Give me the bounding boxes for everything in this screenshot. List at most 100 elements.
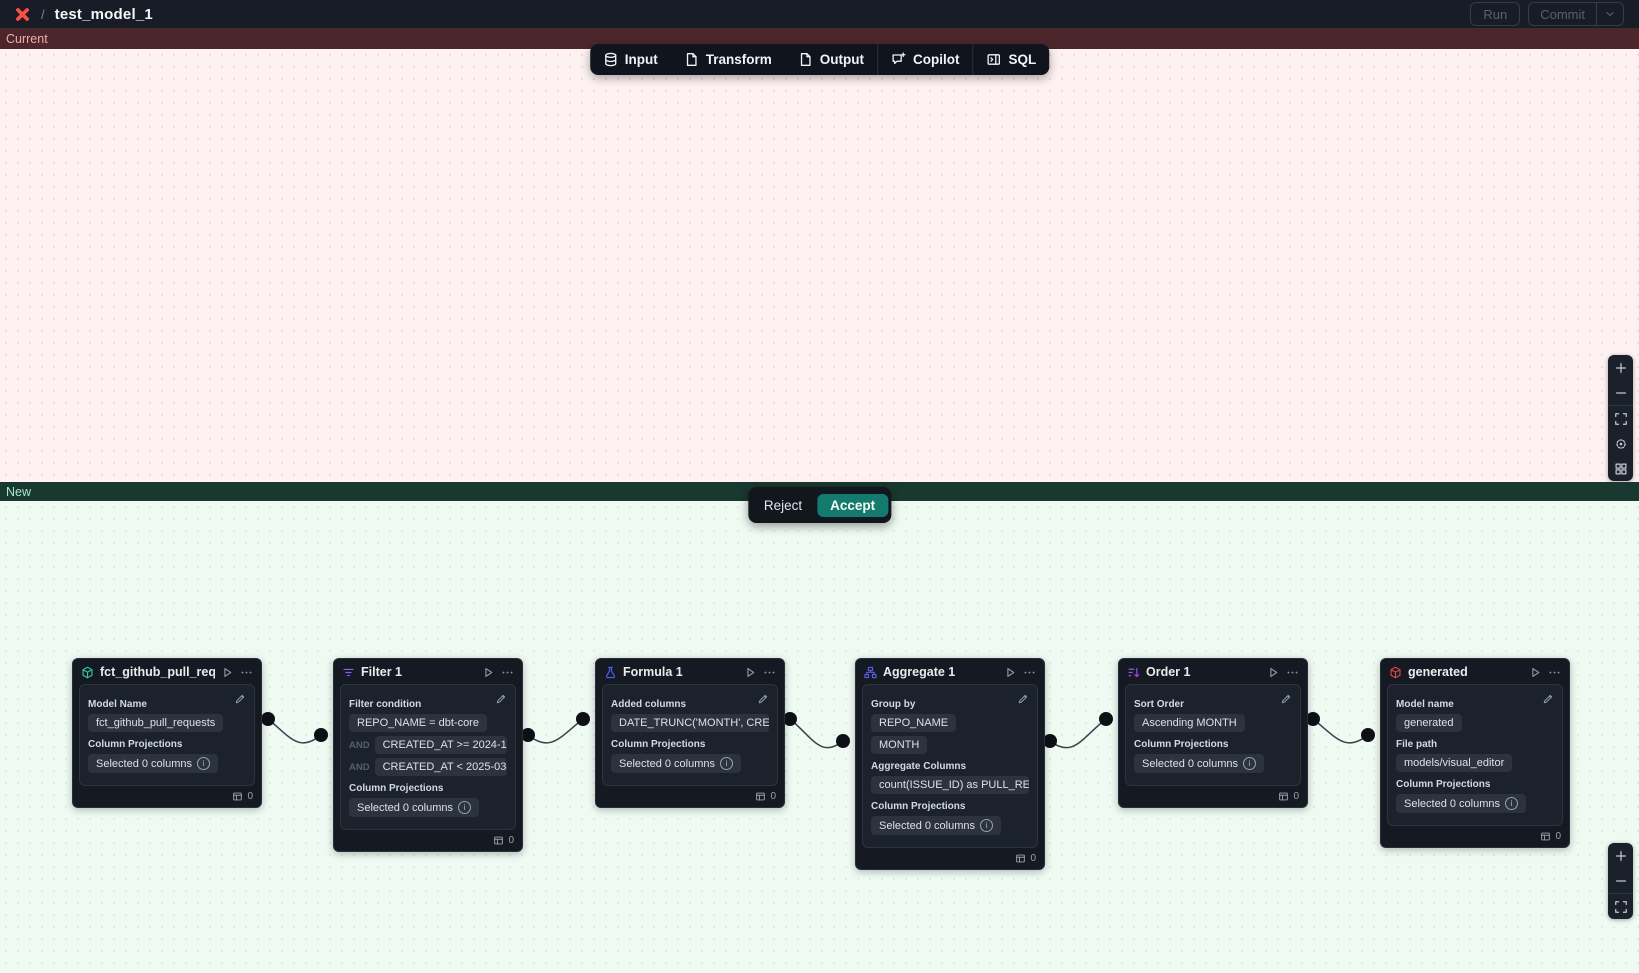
edge bbox=[527, 718, 584, 744]
connection-handle[interactable] bbox=[836, 734, 850, 748]
toolbar-button-output[interactable]: Output bbox=[785, 44, 877, 75]
fit-view-button[interactable] bbox=[1608, 405, 1633, 431]
node-menu-button[interactable] bbox=[240, 666, 253, 679]
panel-icon bbox=[987, 52, 1002, 67]
info-icon[interactable]: i bbox=[720, 757, 733, 770]
toolbar-button-transform[interactable]: Transform bbox=[671, 44, 785, 75]
accept-button[interactable]: Accept bbox=[817, 493, 889, 517]
zoom-in-button[interactable] bbox=[1608, 843, 1633, 868]
commit-dropdown-button[interactable] bbox=[1596, 3, 1623, 25]
row-count: 0 bbox=[247, 791, 253, 802]
condition-operator: AND bbox=[349, 761, 370, 773]
run-node-button[interactable] bbox=[221, 666, 234, 679]
edit-button[interactable] bbox=[495, 692, 507, 710]
info-icon[interactable]: i bbox=[1505, 797, 1518, 810]
edge bbox=[267, 718, 322, 744]
connection-handle[interactable] bbox=[576, 712, 590, 726]
edit-button[interactable] bbox=[234, 692, 246, 710]
reject-button[interactable]: Reject bbox=[763, 497, 803, 513]
run-node-button[interactable] bbox=[1004, 666, 1017, 679]
locate-button[interactable] bbox=[1608, 431, 1633, 456]
node-menu-button[interactable] bbox=[1023, 666, 1036, 679]
connection-handle[interactable] bbox=[783, 712, 797, 726]
connection-handle[interactable] bbox=[314, 728, 328, 742]
zoom-in-button[interactable] bbox=[1608, 355, 1633, 380]
toolbar-button-sql[interactable]: SQL bbox=[972, 44, 1050, 75]
sort-order-pill[interactable]: Ascending MONTH bbox=[1134, 714, 1245, 732]
node-footer: 0 bbox=[856, 851, 1044, 869]
connection-handle[interactable] bbox=[1361, 728, 1375, 742]
file-path-pill[interactable]: models/visual_editor bbox=[1396, 754, 1513, 772]
connection-handle[interactable] bbox=[1099, 712, 1113, 726]
info-icon[interactable]: i bbox=[980, 819, 993, 832]
play-icon bbox=[1267, 666, 1280, 679]
connection-handle[interactable] bbox=[521, 728, 535, 742]
toolbar-button-copilot[interactable]: Copilot bbox=[877, 44, 973, 75]
current-canvas[interactable] bbox=[0, 49, 1639, 482]
node-menu-button[interactable] bbox=[501, 666, 514, 679]
fit-view-button[interactable] bbox=[1608, 893, 1633, 919]
info-icon[interactable]: i bbox=[458, 801, 471, 814]
edit-button[interactable] bbox=[1280, 692, 1292, 710]
group-by-pill[interactable]: REPO_NAME bbox=[871, 714, 957, 732]
info-icon[interactable]: i bbox=[197, 757, 210, 770]
toolbar-button-input[interactable]: Input bbox=[590, 44, 671, 75]
zoom-out-button[interactable] bbox=[1608, 868, 1633, 893]
filter-condition-pill[interactable]: CREATED_AT < 2025-03-01 bbox=[374, 758, 507, 776]
connection-handle[interactable] bbox=[261, 712, 275, 726]
document-icon bbox=[684, 52, 699, 67]
connection-handle[interactable] bbox=[1306, 712, 1320, 726]
group-by-pill[interactable]: MONTH bbox=[871, 736, 928, 754]
model-name-pill[interactable]: fct_github_pull_requests bbox=[88, 714, 224, 732]
run-node-button[interactable] bbox=[744, 666, 757, 679]
info-icon[interactable]: i bbox=[1243, 757, 1256, 770]
dbt-logo-icon[interactable] bbox=[14, 6, 31, 23]
pencil-icon bbox=[1017, 693, 1029, 705]
toolbar-button-label: SQL bbox=[1008, 52, 1037, 67]
table-icon bbox=[1015, 853, 1026, 864]
commit-button-label[interactable]: Commit bbox=[1540, 6, 1585, 22]
node-menu-button[interactable] bbox=[763, 666, 776, 679]
filter-condition-pill[interactable]: CREATED_AT >= 2024-12-01 bbox=[374, 736, 507, 754]
edge bbox=[1049, 718, 1107, 749]
field-label: Column Projections bbox=[1396, 779, 1491, 790]
edit-button[interactable] bbox=[1017, 692, 1029, 710]
node-title: Formula 1 bbox=[623, 665, 683, 679]
run-button[interactable]: Run bbox=[1470, 2, 1521, 26]
play-icon bbox=[1004, 666, 1017, 679]
run-node-button[interactable] bbox=[482, 666, 495, 679]
run-node-button[interactable] bbox=[1529, 666, 1542, 679]
tile-view-button[interactable] bbox=[1608, 456, 1633, 481]
new-canvas[interactable]: fct_github_pull_requestsModel Namefct_gi… bbox=[0, 501, 1639, 973]
field-row: AND CREATED_AT < 2025-03-01 bbox=[349, 758, 507, 776]
node-fct-github-pull-requests[interactable]: fct_github_pull_requestsModel Namefct_gi… bbox=[72, 658, 262, 808]
edit-button[interactable] bbox=[1542, 692, 1554, 710]
connection-handle[interactable] bbox=[1043, 734, 1057, 748]
node-menu-button[interactable] bbox=[1286, 666, 1299, 679]
zoom-out-button[interactable] bbox=[1608, 380, 1633, 405]
model-name-pill[interactable]: generated bbox=[1396, 714, 1462, 732]
run-node-button[interactable] bbox=[1267, 666, 1280, 679]
field-row: fct_github_pull_requests bbox=[88, 714, 246, 732]
added-columns-pill[interactable]: DATE_TRUNC('MONTH', CREATED_AT… bbox=[611, 714, 769, 732]
node-menu-button[interactable] bbox=[1548, 666, 1561, 679]
commit-button[interactable]: Commit bbox=[1528, 2, 1624, 26]
filter-condition-pill[interactable]: REPO_NAME = dbt-core bbox=[349, 714, 487, 732]
ellipsis-icon bbox=[240, 666, 253, 679]
aggregate-columns-pill[interactable]: count(ISSUE_ID) as PULL_REQUEST_… bbox=[871, 776, 1029, 794]
edit-button[interactable] bbox=[757, 692, 769, 710]
current-band-label: Current bbox=[6, 31, 48, 46]
flask-icon bbox=[604, 666, 617, 679]
